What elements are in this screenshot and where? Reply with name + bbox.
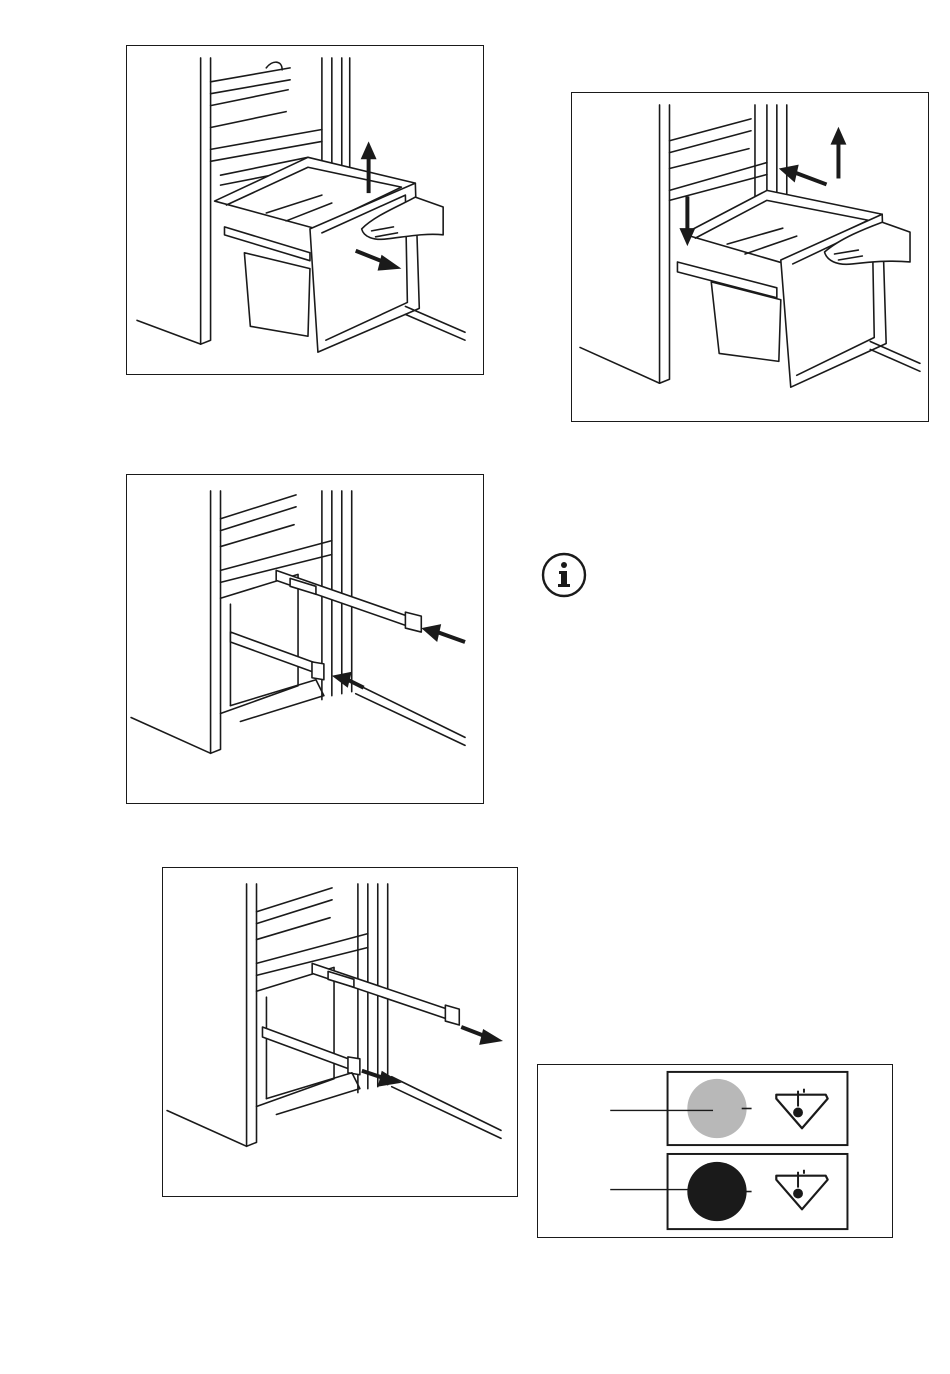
figure-rails-push-in [126,474,484,804]
indicator-light-on [687,1162,746,1221]
drawer-insertion-illustration [572,93,928,421]
info-icon [540,551,588,599]
figure-rails-pull-out [162,867,518,1197]
rails-pull-out-illustration [163,868,517,1196]
indicator-panel [537,1064,893,1238]
drawer-removal-illustration [127,46,483,374]
rails-push-in-illustration [127,475,483,803]
figure-drawer-lift-out [126,45,484,375]
indicator-on [610,1154,847,1229]
indicator-off [610,1072,847,1145]
figure-drawer-reinsert [571,92,929,422]
indicator-light-off [687,1079,746,1138]
